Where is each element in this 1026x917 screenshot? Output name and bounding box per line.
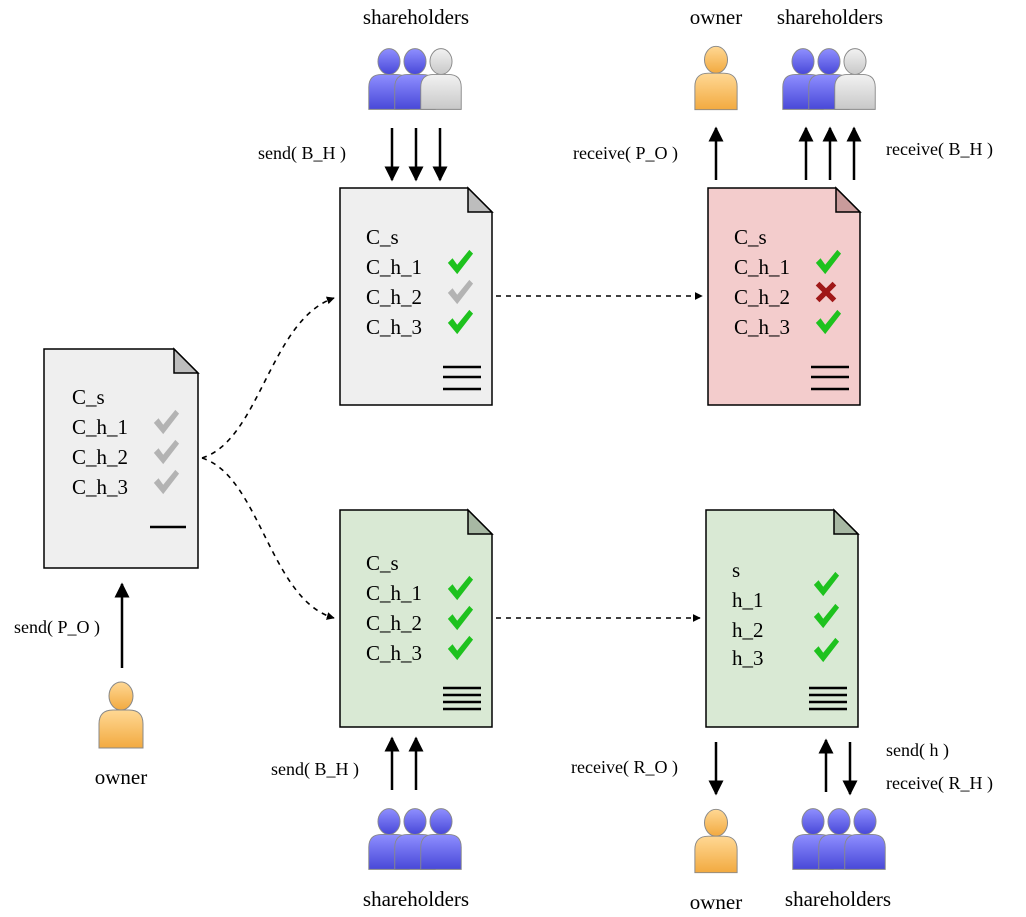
send-h-label: send( h ) <box>886 740 949 761</box>
doc-bottom-mid-row-1: C_s <box>366 551 399 575</box>
owner-icon <box>694 45 738 111</box>
doc-top-right-row-2: C_h_1 <box>734 255 790 279</box>
flow-initial-to-top-mid <box>201 296 335 459</box>
send-b-h-top-label: send( B_H ) <box>258 143 346 164</box>
owner-bottom-right-group: receive( R_O ) owner <box>571 742 742 914</box>
doc-top-mid-row-4: C_h_3 <box>366 315 422 339</box>
document-top-mid: C_s C_h_1 C_h_2 C_h_3 <box>339 186 494 406</box>
send-b-h-bottom-label: send( B_H ) <box>271 759 359 780</box>
shareholder-icon <box>420 808 462 870</box>
owner-top-right-group: owner receive( P_O ) <box>573 5 742 180</box>
doc-top-right-row-4: C_h_3 <box>734 315 790 339</box>
owner-top-right-label: owner <box>690 5 742 29</box>
shareholders-top-mid-label: shareholders <box>363 5 469 29</box>
doc-bottom-mid-row-2: C_h_1 <box>366 581 422 605</box>
doc-top-mid-row-1: C_s <box>366 225 399 249</box>
document-bottom-right: s h_1 h_2 h_3 <box>705 508 860 728</box>
shareholders-bottom-mid-group: send( B_H ) shareholders <box>271 736 469 911</box>
receive-b-h-label: receive( B_H ) <box>886 139 993 160</box>
owner-left-group: owner send( P_O ) <box>14 582 147 789</box>
doc-bottom-right-row-2: h_1 <box>732 588 764 612</box>
doc-bottom-right-row-4: h_3 <box>732 646 764 670</box>
shareholders-bottom-mid-label: shareholders <box>363 887 469 911</box>
document-initial: C_s C_h_1 C_h_2 C_h_3 <box>43 347 200 569</box>
owner-icon <box>694 808 738 874</box>
shareholder-gray-icon <box>420 48 462 110</box>
receive-r-o-label: receive( R_O ) <box>571 757 678 778</box>
doc-initial-row-1: C_s <box>72 385 105 409</box>
shareholders-top-right-group: shareholders receive( B_H ) <box>777 5 993 180</box>
receive-r-h-label: receive( R_H ) <box>886 773 993 794</box>
doc-top-right-row-1: C_s <box>734 225 767 249</box>
doc-initial-row-4: C_h_3 <box>72 475 128 499</box>
receive-p-o-label: receive( P_O ) <box>573 143 678 164</box>
owner-icon <box>98 681 144 749</box>
shareholders-top-mid-group: shareholders send( B_H ) <box>258 5 469 182</box>
doc-bottom-mid-row-4: C_h_3 <box>366 641 422 665</box>
send-p-o-label: send( P_O ) <box>14 617 100 638</box>
doc-initial-row-2: C_h_1 <box>72 415 128 439</box>
shareholder-icon <box>844 808 886 870</box>
doc-top-mid-row-2: C_h_1 <box>366 255 422 279</box>
doc-bottom-mid-row-3: C_h_2 <box>366 611 422 635</box>
flow-initial-to-bottom-mid <box>201 457 335 620</box>
doc-top-right-row-3: C_h_2 <box>734 285 790 309</box>
document-top-right: C_s C_h_1 C_h_2 C_h_3 <box>707 186 862 406</box>
doc-top-mid-row-3: C_h_2 <box>366 285 422 309</box>
owner-bottom-right-label: owner <box>690 890 742 914</box>
doc-initial-row-3: C_h_2 <box>72 445 128 469</box>
shareholders-bottom-right-label: shareholders <box>785 887 891 911</box>
owner-left-label: owner <box>95 765 147 789</box>
shareholder-gray-icon <box>834 48 876 110</box>
doc-bottom-right-row-3: h_2 <box>732 618 764 642</box>
shareholders-top-right-label: shareholders <box>777 5 883 29</box>
document-bottom-mid: C_s C_h_1 C_h_2 C_h_3 <box>339 508 494 728</box>
shareholders-bottom-right-group: send( h ) receive( R_H ) shareholders <box>785 738 993 911</box>
doc-bottom-right-row-1: s <box>732 558 740 582</box>
